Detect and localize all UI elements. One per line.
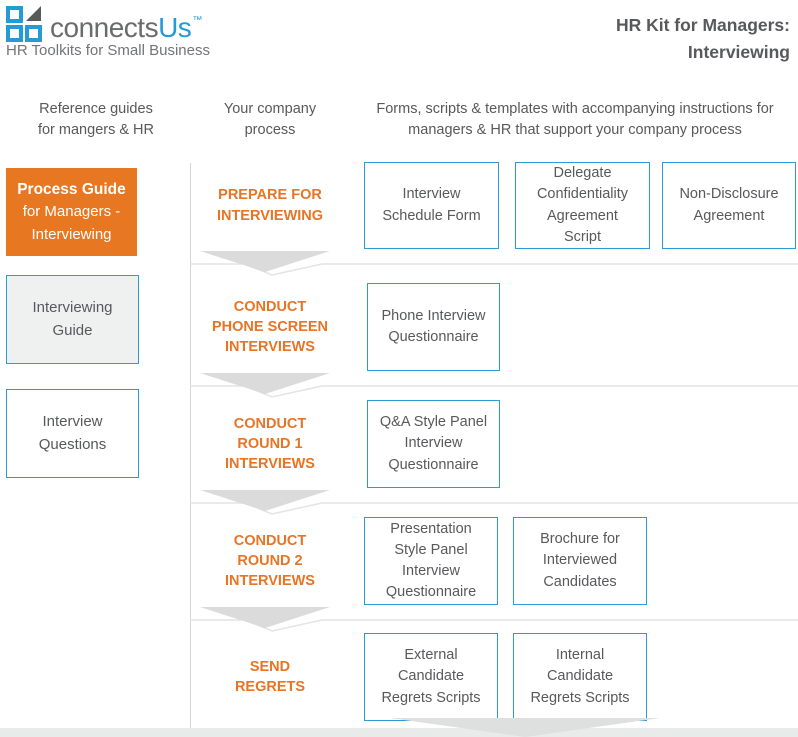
- trademark-symbol: ™: [192, 15, 202, 26]
- step-conduct-phone-screen-interviews: CONDUCT PHONE SCREEN INTERVIEWS: [211, 298, 329, 356]
- doc-internal-candidate-regrets-scripts: Internal Candidate Regrets Scripts: [513, 633, 647, 721]
- page-title-line2: Interviewing: [687, 42, 790, 63]
- step-send-regrets: SEND REGRETS: [234, 658, 306, 695]
- bottom-chevron: [390, 718, 660, 737]
- bottom-bar: [0, 728, 798, 737]
- column-header-company-process: Your company process: [223, 101, 317, 139]
- chevron-separator: [190, 490, 798, 515]
- process-guide-title: Process Guide: [17, 180, 126, 198]
- doc-brochure-for-interviewed-candidates: Brochure for Interviewed Candidates: [513, 517, 647, 605]
- chevron-separator: [190, 251, 798, 276]
- step-prepare-for-interviewing: PREPARE FOR INTERVIEWING: [216, 187, 324, 224]
- chevron-separator: [190, 607, 798, 632]
- column-header-reference-guides: Reference guides for mangers & HR: [37, 101, 155, 139]
- reference-guide-interview-questions: Interview Questions: [6, 389, 139, 478]
- column-header-forms-scripts: Forms, scripts & templates with accompan…: [376, 101, 774, 139]
- step-conduct-round-1-interviews: CONDUCT ROUND 1 INTERVIEWS: [225, 415, 315, 473]
- process-guide-subtitle: for Managers - Interviewing: [22, 203, 121, 243]
- brand-us: Us: [158, 12, 192, 43]
- brand-connects: connects: [50, 12, 159, 43]
- brand-tagline: HR Toolkits for Small Business: [6, 42, 210, 59]
- column-divider-line: [190, 163, 191, 728]
- reference-guide-process-guide: Process Guide for Managers - Interviewin…: [6, 168, 137, 256]
- brand-wordmark: connectsUs™: [50, 12, 202, 44]
- doc-interview-schedule-form: Interview Schedule Form: [364, 162, 499, 249]
- doc-non-disclosure-agreement: Non-Disclosure Agreement: [662, 162, 796, 249]
- doc-qa-style-panel-interview-questionnaire: Q&A Style Panel Interview Questionnaire: [367, 400, 500, 488]
- doc-external-candidate-regrets-scripts: External Candidate Regrets Scripts: [364, 633, 498, 721]
- chevron-separator: [190, 373, 798, 398]
- doc-phone-interview-questionnaire: Phone Interview Questionnaire: [367, 283, 500, 371]
- step-conduct-round-2-interviews: CONDUCT ROUND 2 INTERVIEWS: [225, 532, 315, 590]
- page-title-line1: HR Kit for Managers:: [615, 15, 790, 35]
- doc-presentation-style-panel-interview-questionnaire: Presentation Style Panel Interview Quest…: [364, 517, 498, 605]
- doc-delegate-confidentiality-agreement-script: Delegate Confidentiality Agreement Scrip…: [515, 162, 650, 249]
- reference-guide-interviewing-guide: Interviewing Guide: [6, 275, 139, 364]
- page-title: HR Kit for Managers: Interviewing: [616, 12, 790, 66]
- connectsus-logo-icon: [6, 6, 42, 42]
